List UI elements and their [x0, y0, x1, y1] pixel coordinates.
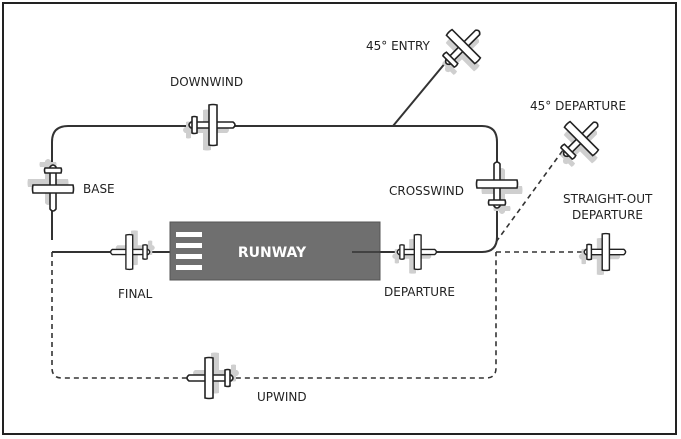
label-straight-out-2: DEPARTURE	[572, 208, 643, 222]
label-departure: DEPARTURE	[384, 285, 455, 299]
label-downwind: DOWNWIND	[170, 75, 243, 89]
airplane-icon	[186, 352, 239, 400]
airplane-icon	[431, 15, 495, 86]
airplane-icon	[578, 232, 627, 275]
airplane-icon	[109, 230, 155, 271]
label-straight-out-1: STRAIGHT-OUT	[563, 192, 653, 206]
runway-label: RUNWAY	[238, 245, 307, 261]
airplane-icon	[183, 103, 236, 151]
label-45-entry: 45° ENTRY	[366, 39, 431, 53]
airplane-icon	[27, 159, 75, 212]
label-final: FINAL	[118, 287, 153, 301]
runway: RUNWAY	[169, 221, 390, 281]
label-crosswind: CROSSWIND	[389, 184, 464, 198]
pattern-dashed-lines	[51, 145, 590, 379]
label-45-departure: 45° DEPARTURE	[530, 99, 626, 113]
airplane-icon	[475, 161, 523, 214]
upwind-leg-line	[51, 252, 497, 379]
airplane-icon	[549, 107, 613, 178]
departure-45-line	[495, 145, 567, 243]
airplane-icon	[392, 233, 438, 274]
label-upwind: UPWIND	[257, 390, 307, 404]
diagram-frame	[2, 2, 677, 435]
label-base: BASE	[83, 182, 115, 196]
